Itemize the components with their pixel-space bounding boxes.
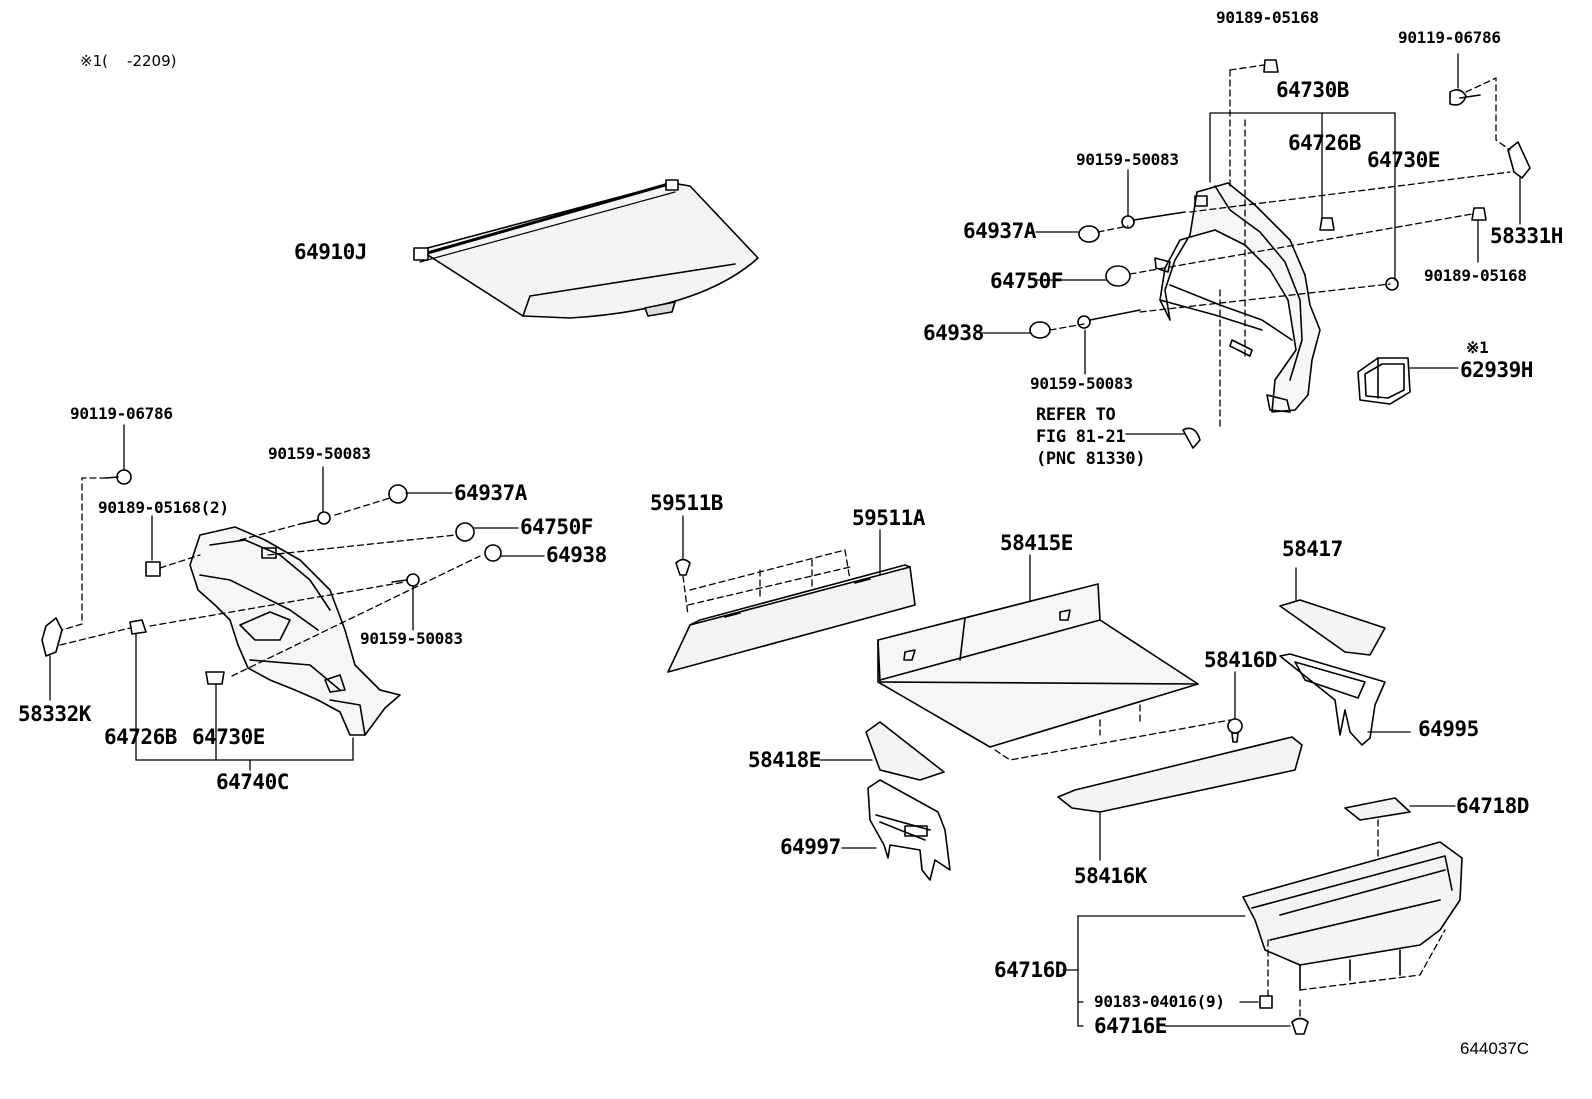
label-90159-50083-upper-left[interactable]: 90159-50083 (268, 444, 371, 463)
part-58332K-clip (41, 617, 63, 657)
part-58416K-garnish (1057, 736, 1303, 861)
label-64740C[interactable]: 64740C (216, 770, 289, 794)
label-90189-05168-right[interactable]: 90189-05168 (1424, 266, 1527, 285)
label-58416K[interactable]: 58416K (1074, 864, 1147, 888)
label-64716D[interactable]: 64716D (994, 958, 1067, 982)
label-64750F-left[interactable]: 64750F (520, 515, 593, 539)
label-90189-05168-2-left[interactable]: 90189-05168(2) (98, 498, 229, 517)
part-58331H-clip (1507, 141, 1531, 179)
label-64730E-right[interactable]: 64730E (1367, 148, 1440, 172)
part-64716D-tray (1242, 841, 1463, 991)
label-90159-50083-lower-right[interactable]: 90159-50083 (1030, 374, 1133, 393)
label-58332K[interactable]: 58332K (18, 702, 91, 726)
part-62939H-bracket (1357, 357, 1411, 405)
label-star1-right: ※1 (1466, 338, 1489, 357)
label-90119-06786-left[interactable]: 90119-06786 (70, 404, 173, 423)
label-90183-04016-9[interactable]: 90183-04016(9) (1094, 992, 1225, 1011)
label-59511B[interactable]: 59511B (650, 491, 723, 515)
label-58331H[interactable]: 58331H (1490, 224, 1563, 248)
figure-code: 644037C (1460, 1039, 1530, 1058)
label-64730B[interactable]: 64730B (1276, 78, 1349, 102)
label-64938-right[interactable]: 64938 (923, 321, 984, 345)
label-64995[interactable]: 64995 (1418, 717, 1479, 741)
label-59511A[interactable]: 59511A (852, 506, 925, 530)
part-64910J-tonneau-cover (413, 179, 759, 319)
left-side-leaders (49, 424, 545, 771)
label-64938-left[interactable]: 64938 (546, 543, 607, 567)
part-58415E-deck-board (877, 583, 1199, 748)
label-64726B-left[interactable]: 64726B (104, 725, 177, 749)
label-64750F-right[interactable]: 64750F (990, 269, 1063, 293)
label-58417[interactable]: 58417 (1282, 537, 1343, 561)
label-64716E[interactable]: 64716E (1094, 1014, 1167, 1038)
part-64730B-right-side-trim (1154, 182, 1321, 413)
label-90119-06786-right[interactable]: 90119-06786 (1398, 28, 1501, 47)
tray-leaders (1062, 915, 1291, 1027)
tray-fasteners (1259, 995, 1309, 1035)
deck-dashed-lines (994, 704, 1231, 761)
label-64718D[interactable]: 64718D (1456, 794, 1529, 818)
sill-dashed-lines (682, 549, 851, 616)
right-side-fasteners (1029, 59, 1487, 449)
label-64730E-left[interactable]: 64730E (192, 725, 265, 749)
part-58418E-trim (819, 721, 945, 781)
part-58416D-clip (1227, 671, 1243, 743)
label-58418E[interactable]: 58418E (748, 748, 821, 772)
label-64910J[interactable]: 64910J (294, 240, 367, 264)
label-90159-50083-upper-right[interactable]: 90159-50083 (1076, 150, 1179, 169)
label-64937A-left[interactable]: 64937A (454, 481, 527, 505)
figure-note: ※1( -2209) (80, 52, 177, 70)
part-59511B-clip (675, 558, 691, 576)
label-90159-50083-lower-left[interactable]: 90159-50083 (360, 629, 463, 648)
part-64718D-cover (1344, 797, 1456, 863)
right-side-dashed-lines (1049, 64, 1511, 431)
label-refer-to-fig[interactable]: REFER TO FIG 81-21 (PNC 81330) (1036, 405, 1146, 469)
label-64937A-right[interactable]: 64937A (963, 219, 1036, 243)
part-64995-box (1279, 653, 1411, 746)
part-58417-lid (1279, 567, 1386, 656)
right-side-leaders (982, 53, 1521, 435)
part-59511A-sill-plate (667, 564, 916, 673)
label-64997[interactable]: 64997 (780, 835, 841, 859)
label-90189-05168-top[interactable]: 90189-05168 (1216, 8, 1319, 27)
left-side-dashed-lines (59, 477, 481, 677)
label-64726B-right[interactable]: 64726B (1288, 131, 1361, 155)
label-62939H[interactable]: 62939H (1460, 358, 1533, 382)
label-58415E[interactable]: 58415E (1000, 531, 1073, 555)
part-64997-box (841, 779, 951, 881)
sill-leaders (682, 515, 881, 576)
part-64740C-left-side-trim (189, 526, 401, 736)
left-side-fasteners (105, 469, 502, 685)
label-58416D[interactable]: 58416D (1204, 648, 1277, 672)
